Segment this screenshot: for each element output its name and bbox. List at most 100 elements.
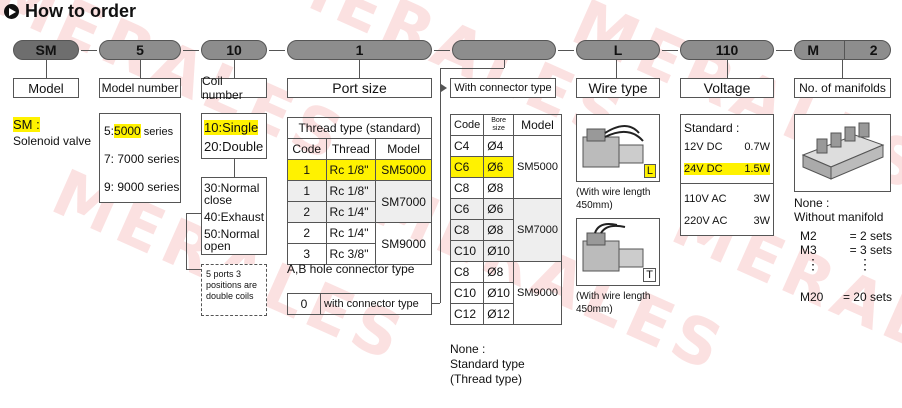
manifold-sets: = 20 sets [842,290,892,304]
port-table-title: Thread type (standard) [287,117,432,139]
model-code: SM : [13,117,40,132]
coil-normal-close: 30:Normal close [204,181,260,207]
conn-col-code: Code [449,114,485,136]
conn-bore: Ø10 [483,282,514,304]
model-code-text: SM : [13,117,40,132]
voltage-value: 110V AC [684,193,727,205]
connector-thread-label: (Thread type) [450,372,523,386]
arrow-icon [441,84,447,92]
port-thread: Rc 1/8" [325,159,377,181]
coil-note-text: 5 ports 3 positions are double coils [206,269,258,301]
connector-option-code: 0 [287,293,321,315]
page-title: How to order [4,1,136,22]
dash [434,50,450,51]
conn-bore: Ø6 [483,198,514,220]
port-col-model: Model [375,138,432,160]
elbow [440,68,504,69]
header-connector: With connector type [450,78,556,98]
manifold-sets: = 3 sets [849,243,892,257]
code-pill-model: SM [13,40,79,60]
connector-link [432,303,440,304]
conn-code: C8 [449,261,485,283]
stem [504,60,505,68]
solenoid-valve-t-icon [582,223,644,272]
manifold-image [794,114,891,192]
voltage-standard: Standard : [684,121,740,135]
stem [727,60,728,78]
conn-model: SM5000 [512,135,562,199]
wire-tag-t: T [643,268,656,282]
code-pill-coil: 10 [201,40,267,60]
dash [558,50,574,51]
voltage-power: 0.7W [744,141,770,153]
port-code: 1 [287,159,327,181]
header-model-number: Model number [99,78,181,98]
model-number-box: 5:5000 series 7: 7000 series 9: 9000 ser… [99,113,181,203]
code-pill-port: 1 [287,40,432,60]
wire-image-t: T [576,218,660,286]
page-title-text: How to order [25,1,136,21]
voltage-divider [681,183,773,184]
manifold-code: M2 [800,229,817,243]
manifold-none-label: None : [794,196,830,210]
conn-code: C6 [449,156,485,178]
coil-exhaust: 40:Exhaust [204,210,265,224]
wire-caption-2: (With wire length 450mm) [576,291,651,315]
manifold-dots-right: ⋮ [858,256,872,272]
conn-code: C10 [449,240,485,262]
voltage-power: 1.5W [744,163,770,175]
conn-bore: Ø10 [483,240,514,262]
coil-normal-open: 50:Normal open [204,227,260,253]
conn-code: C12 [449,303,485,325]
code-pill-voltage: 110 [680,40,774,60]
manifold-dots-left: ⋮ [806,256,820,272]
model-number-row: 7: 7000 series [104,152,180,166]
conn-bore: Ø6 [483,156,514,178]
coil-single: 10:Single [204,120,259,135]
header-coil-number: Coil number [201,74,267,102]
conn-bore: Ø8 [483,261,514,283]
manifold-icon [801,122,885,180]
voltage-power: 3W [753,193,771,205]
dash [183,50,199,51]
dash [776,50,792,51]
coil-link [234,159,235,177]
ab-hole-label: A,B hole connector type [287,262,415,276]
port-code: 2 [287,222,327,244]
connector-link [440,88,441,303]
connector-option: 0 with connector type [287,293,432,315]
conn-bore: Ø8 [483,219,514,241]
play-circle-icon [4,4,19,19]
conn-col-bore: Bore size [483,114,514,136]
model-number-series: series [140,126,174,138]
port-table: Thread type (standard) Code Thread Model… [287,117,432,265]
stem [616,60,617,78]
voltage-value: 24V DC [684,163,723,175]
voltage-value: 220V AC [684,215,728,227]
port-thread: Rc 1/4" [325,201,377,223]
model-number-row: 5:5000 series [104,124,173,138]
wire-tag-l: L [643,164,656,178]
coil-box-1: 10:Single 20:Double [201,113,267,159]
voltage-power: 3W [753,215,771,227]
model-number-prefix: 5: [104,124,115,138]
code-pill-connector [452,40,556,60]
manifold-sets: = 2 sets [849,229,892,243]
voltage-row: 220V AC 3W [684,215,770,227]
connector-none-label: None : [450,342,486,356]
elbow [440,68,441,88]
code-m: M [807,42,820,58]
stem [140,60,141,78]
connector-std-label: Standard type [450,357,525,371]
conn-model: SM7000 [512,198,562,262]
port-model: SM9000 [375,222,432,265]
code-pill-model-number: 5 [99,40,181,60]
port-thread: Rc 1/4" [325,222,377,244]
manifold-row: M2 = 2 sets [800,229,892,243]
conn-bore: Ø4 [483,135,514,157]
port-col-thread: Thread [325,138,377,160]
solenoid-valve-l-icon [582,125,644,168]
coil-note: 5 ports 3 positions are double coils [201,264,267,316]
